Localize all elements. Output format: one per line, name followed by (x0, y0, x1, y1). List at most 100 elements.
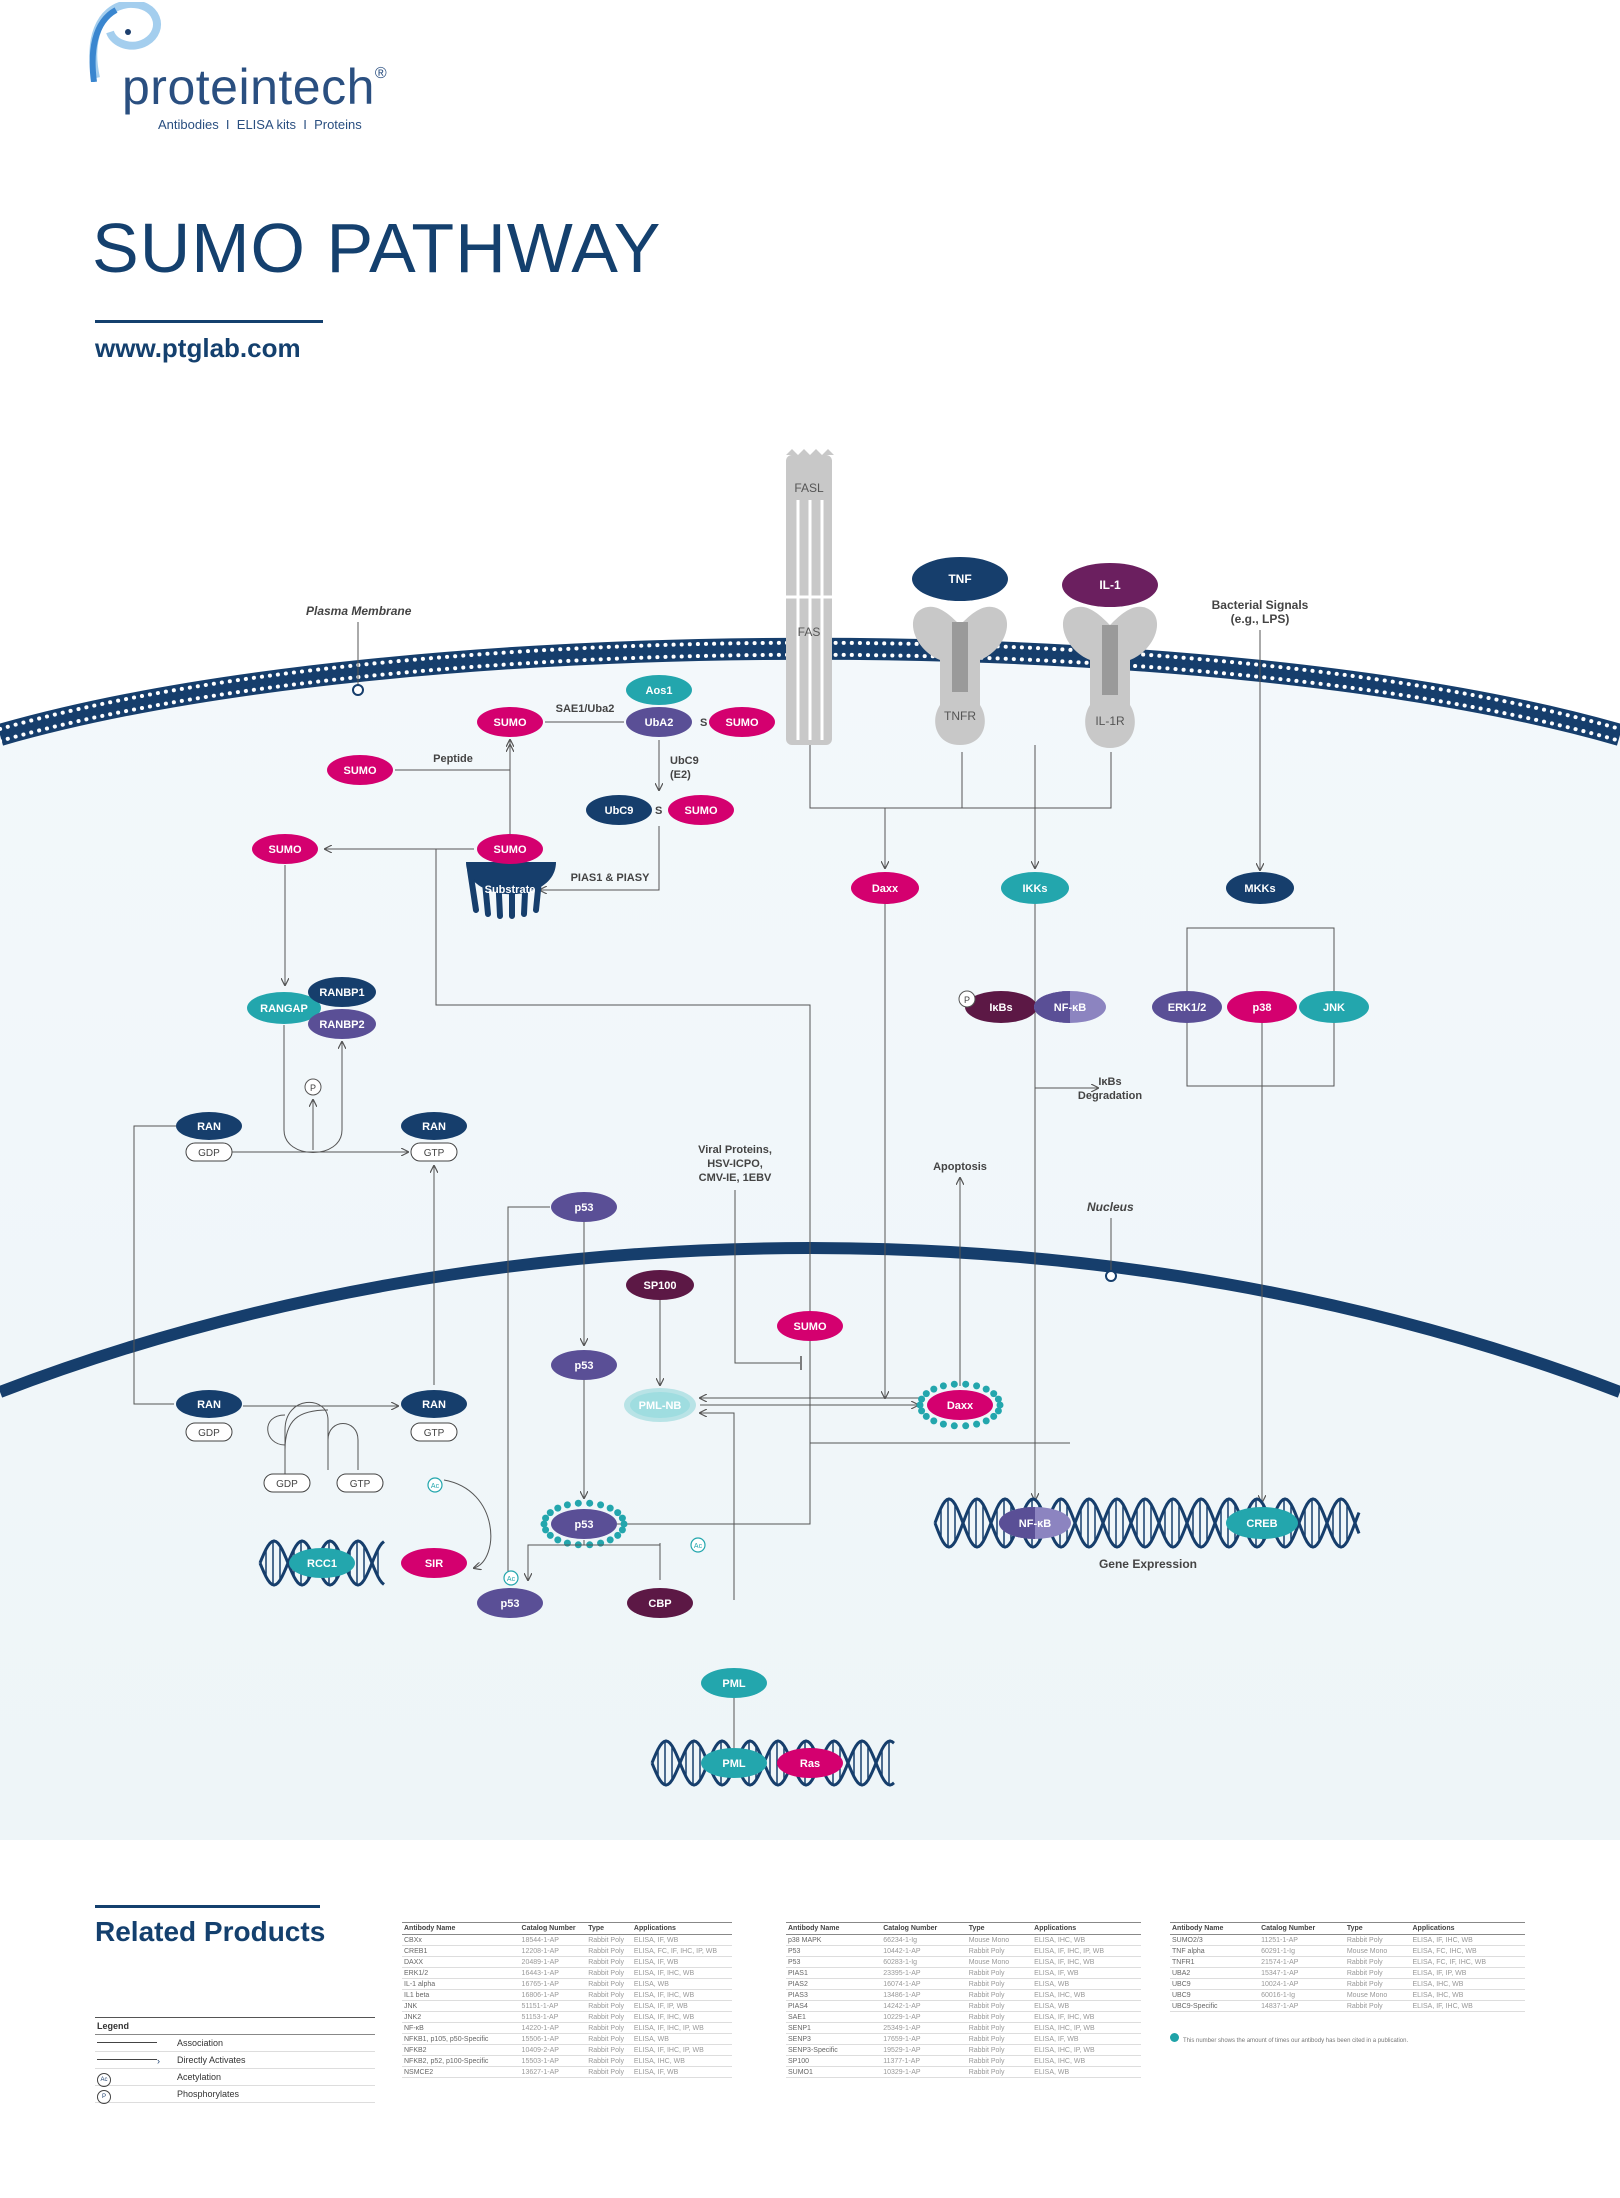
table-cell[interactable]: 16806-1-AP (519, 1989, 587, 2001)
table-cell: UBC9-Specific (1170, 2000, 1244, 2012)
table-cell: ELISA, IHC, IP, WB (1032, 2044, 1141, 2056)
table-cell: PIAS4 (786, 2000, 866, 2012)
daxx-label: Daxx (872, 883, 899, 895)
erk-node (1152, 991, 1222, 1023)
table-cell (503, 2066, 520, 2078)
gtp-free-node (336, 1473, 384, 1493)
table-cell: ELISA, WB (1032, 2066, 1141, 2078)
pml-nb-body (624, 1388, 696, 1422)
table-cell[interactable]: 60283-1-Ig (881, 1956, 967, 1968)
table-cell[interactable]: 18544-1-AP (519, 1934, 587, 1946)
table-cell[interactable]: 23395-1-AP (881, 1967, 967, 1979)
table-cell[interactable]: 66234-1-Ig (881, 1934, 967, 1946)
p53-acetyl-label: p53 (501, 1598, 520, 1610)
creb-label: CREB (1246, 1518, 1277, 1530)
table-cell[interactable]: 14837-1-AP (1259, 2000, 1345, 2012)
table-cell[interactable]: 60016-1-Ig (1259, 1989, 1345, 2001)
table-header: Antibody Name (1170, 1922, 1260, 1935)
table-cell[interactable]: 11377-1-AP (881, 2055, 967, 2067)
bacterial-signals-label: Bacterial Signals (1212, 598, 1309, 612)
table-cell (865, 2033, 882, 2045)
table-cell[interactable]: 20489-1-AP (519, 1956, 587, 1968)
table-cell: Rabbit Poly (1344, 1934, 1411, 1946)
table-cell: Rabbit Poly (586, 2044, 632, 2056)
table-cell[interactable]: 13627-1-AP (519, 2066, 587, 2078)
table-cell[interactable]: 51151-1-AP (519, 2000, 587, 2012)
gdp-free-node (263, 1473, 311, 1493)
ranbp1-node (308, 977, 376, 1007)
table-cell[interactable]: 12208-1-AP (519, 1945, 587, 1957)
table-cell: JNK (402, 2000, 504, 2012)
table-cell: DAXX (402, 1956, 504, 1968)
table-cell: Rabbit Poly (1344, 1978, 1411, 1990)
legend-symbol: P (95, 2085, 177, 2104)
legend-symbol: Ac (95, 2068, 177, 2087)
p53-acetylated-label: p53 (575, 1519, 594, 1531)
table-cell: ELISA, FC, IF, IHC, WB (1410, 1956, 1525, 1968)
p53-nucleus-node (551, 1350, 617, 1380)
table-cell[interactable]: 16765-1-AP (519, 1978, 587, 1990)
ras-label: Ras (800, 1758, 820, 1770)
table-cell (865, 2044, 882, 2056)
table-cell[interactable]: 15347-1-AP (1259, 1967, 1345, 1979)
table-cell: ELISA, IF, IHC, WB (631, 1989, 732, 2001)
table-cell[interactable]: 16443-1-AP (519, 1967, 587, 1979)
table-cell[interactable]: 11251-1-AP (1259, 1934, 1345, 1946)
table-cell: P53 (786, 1945, 866, 1957)
table-cell: ELISA, IF, WB (631, 1934, 732, 1946)
table-cell[interactable]: 19529-1-AP (881, 2044, 967, 2056)
table-cell: Rabbit Poly (586, 2011, 632, 2023)
table-cell[interactable]: 14242-1-AP (881, 2000, 967, 2012)
table-cell[interactable]: 16074-1-AP (881, 1978, 967, 1990)
table-cell[interactable]: 60291-1-Ig (1259, 1945, 1345, 1957)
table-cell: ELISA, IHC, WB (631, 2055, 732, 2067)
pml-dna-node (701, 1748, 767, 1778)
table-cell: IL1 beta (402, 1989, 504, 2001)
table-cell[interactable]: 10329-1-AP (881, 2066, 967, 2078)
table-cell[interactable]: 10409-2-AP (519, 2044, 587, 2056)
table-cell[interactable]: 51153-1-AP (519, 2011, 587, 2023)
table-cell[interactable]: 10024-1-AP (1259, 1978, 1345, 1990)
uba2-label: UbA2 (645, 717, 674, 729)
rcc1-label: RCC1 (307, 1558, 337, 1570)
ikbs-degradation-label: IκBs (1098, 1076, 1121, 1088)
table-cell[interactable]: 17659-1-AP (881, 2033, 967, 2045)
sumo-peptide-node (327, 755, 393, 785)
table-cell[interactable]: 25349-1-AP (881, 2022, 967, 2034)
p53-acetyl-node (477, 1588, 543, 1618)
table-cell: ELISA, IF, WB (631, 1956, 732, 1968)
table-header: Catalog Number (1259, 1922, 1345, 1935)
table-cell[interactable]: 14220-1-AP (519, 2022, 587, 2034)
table-cell[interactable]: 10229-1-AP (881, 2011, 967, 2023)
table-header: Type (966, 1922, 1033, 1935)
fasl-fas-receptor (786, 449, 834, 745)
table-cell: ELISA, IF, IHC, IP, WB (631, 2022, 732, 2034)
plasma-membrane-label: Plasma Membrane (306, 604, 412, 618)
table-cell[interactable]: 10442-1-AP (881, 1945, 967, 1957)
legend-row: Association (95, 2035, 375, 2052)
table-cell[interactable]: 21574-1-AP (1259, 1956, 1345, 1968)
ran-label-2: RAN (422, 1121, 446, 1133)
table-cell: Rabbit Poly (966, 1978, 1033, 1990)
table-cell: Rabbit Poly (586, 2000, 632, 2012)
table-cell: Rabbit Poly (966, 2033, 1033, 2045)
table-cell[interactable]: 15506-1-AP (519, 2033, 587, 2045)
table-header: Applications (1032, 1922, 1141, 1935)
table-cell (503, 1967, 520, 1979)
table-cell (865, 1956, 882, 1968)
table-cell: UBC9 (1170, 1978, 1244, 1990)
substrate-label: Substrate (485, 884, 536, 896)
table-cell[interactable]: 13486-1-AP (881, 1989, 967, 2001)
table-cell[interactable]: 15503-1-AP (519, 2055, 587, 2067)
table-cell (865, 1978, 882, 1990)
phospho-icon (304, 1078, 322, 1096)
website-url[interactable]: www.ptglab.com (95, 333, 301, 363)
table-cell: PIAS1 (786, 1967, 866, 1979)
